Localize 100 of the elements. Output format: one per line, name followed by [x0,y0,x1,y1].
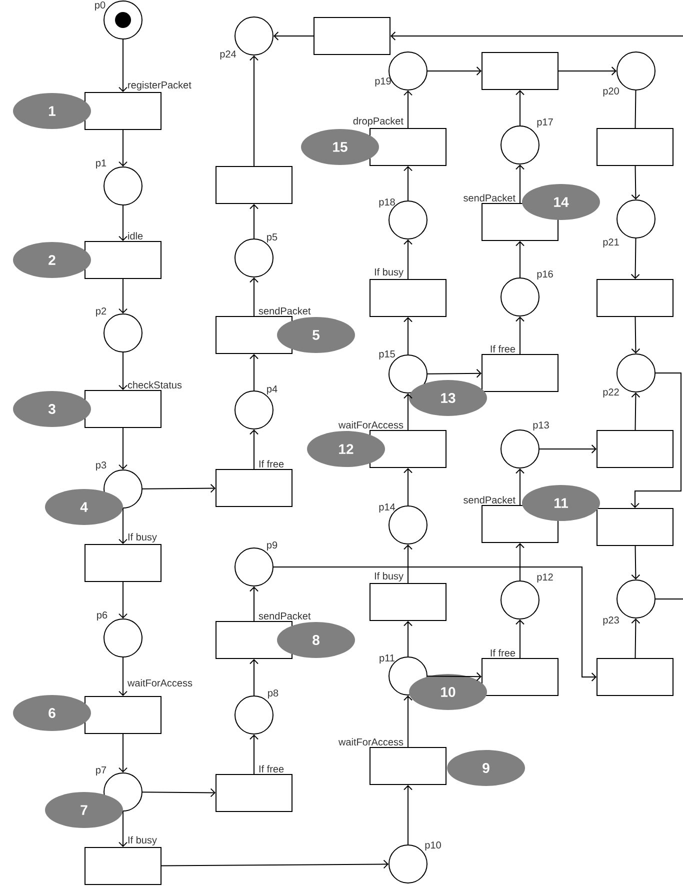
arc-arrow [631,392,640,430]
arc-arrow [631,316,640,354]
place-label: p23 [603,616,619,626]
transition-label: idle [128,232,143,240]
arc-arrow [250,56,258,166]
callout-number: 11 [522,485,600,521]
transition-label: registerPacket [128,81,192,90]
place-label: p20 [603,87,619,97]
arc-arrow [118,657,128,696]
transition-box [596,128,674,166]
transition-label: sendPacket [464,496,516,504]
transition-box [216,166,292,204]
callout-number: 3 [13,391,91,427]
transition-label: sendPacket [258,612,311,620]
arc-arrow [631,546,640,580]
place-label: p15 [379,350,395,360]
arc-arrow [250,430,258,470]
place-label: p9 [267,541,278,551]
place-label: p8 [268,689,278,699]
place-label: p2 [96,307,106,317]
transition-label: sendPacket [258,307,311,314]
place-label: p12 [537,573,553,583]
place-label: p11 [380,654,394,664]
arc-arrow [142,484,216,493]
callout-number: 9 [447,750,525,786]
place-label: p19 [375,77,391,87]
transition-box [596,508,674,546]
callout-number: 13 [409,380,487,416]
place-label: p4 [267,386,278,394]
arc-arrow [404,468,412,506]
arc-arrow [118,205,128,241]
arc-arrow [630,238,640,279]
transition-box [482,52,558,90]
arc-arrow [250,659,258,696]
transition-box [596,658,674,696]
arc-arrow [404,696,412,748]
transition-label: waitForAccess [127,679,192,686]
place-label: p17 [537,118,553,128]
arc-arrow [404,785,412,845]
callout-number: 14 [522,184,600,220]
arc-arrow [118,428,128,470]
arc-arrow [250,586,258,622]
place-label: p1 [96,160,106,168]
arc-arrow [118,278,128,314]
arc-arrow [118,508,128,544]
arc-arrow [630,372,682,508]
place-label: p6 [97,611,108,621]
arc-arrow [118,39,128,92]
arc-arrow [404,166,412,201]
callout-number: 2 [13,242,91,278]
place-label: p0 [95,1,106,11]
arc-arrow [404,317,412,355]
place-label: p21 [603,238,619,248]
arc-arrow [390,32,683,40]
callout-number: 5 [277,317,355,353]
transition-label: If busy [374,268,404,278]
arc-arrow [516,620,524,658]
arc-arrow [427,66,482,76]
transition-label: If busy [128,836,157,846]
transition-label: sendPacket [464,194,516,202]
transition-label: checkStatus [128,381,182,388]
transition-label: If free [259,765,284,772]
place-label: p13 [533,421,549,431]
arc-arrow [427,672,482,682]
arc-arrow [274,32,314,40]
place-label: p18 [379,198,395,208]
arc-arrow [250,278,258,316]
callout-number: 10 [409,674,487,710]
callout-number: 8 [277,622,355,658]
transition-box [596,279,674,317]
arc-arrow [273,566,596,682]
arc-arrow [516,164,524,204]
arc-arrow [404,394,412,430]
arc-arrow [142,788,216,798]
place-label: p14 [379,504,396,512]
arc-arrow [404,621,412,657]
arc-arrow [631,618,640,658]
callout-number: 12 [307,431,385,467]
arc-arrow [404,544,412,584]
arc-arrow [118,811,128,847]
transition-box [314,17,390,55]
transition-label: If busy [128,533,157,542]
place-label: p10 [425,841,441,851]
transition-label: If busy [374,572,404,582]
arc-arrow [250,204,258,239]
arc-arrow [516,468,524,506]
place-label: p3 [96,461,106,471]
transition-label: waitForAccess [338,421,404,428]
arc-arrow [118,130,128,166]
arc-arrow [404,90,412,128]
arc-arrow [404,240,412,280]
arc-arrow [516,241,524,278]
arc-arrow [631,166,640,200]
arc-arrow [558,66,616,76]
callout-number: 7 [45,792,123,828]
transition-label: If free [490,649,516,656]
arc-arrow [516,543,524,581]
place-label: p24 [220,50,236,60]
arc-arrow [161,860,388,869]
transition-label: If free [490,345,516,352]
